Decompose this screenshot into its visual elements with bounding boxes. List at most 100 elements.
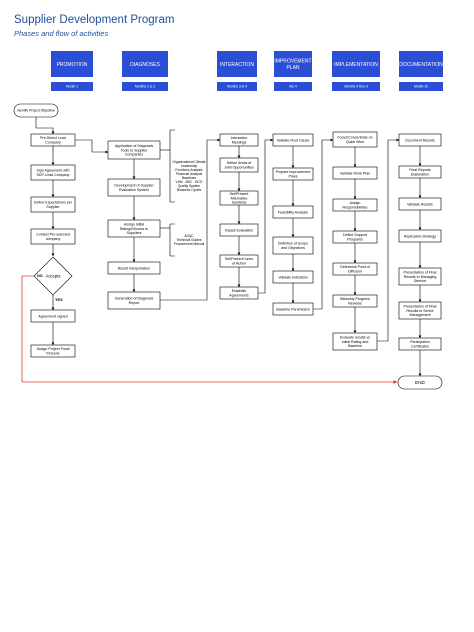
note-bracket [169, 129, 175, 203]
end-label: END [415, 380, 425, 385]
end-terminator: END [397, 375, 443, 390]
phase-label: PROMOTION [57, 62, 88, 68]
diagram-subtitle: Phases and flow of activities [14, 29, 109, 38]
col4-step-6-label: Baseline Parameters [276, 307, 310, 311]
diagram-title: Supplier Development Program [14, 14, 175, 26]
phase-header-box [217, 51, 257, 77]
col3-step-4-label: Impact Evaluation [225, 228, 254, 232]
col2-step-4: Result Interpretation [107, 261, 161, 275]
phase-header-5: IMPLEMENTATION Months 4 thru 9 [332, 51, 380, 91]
phase-label: DIAGNOSES [130, 62, 160, 68]
phase-header-box [122, 51, 168, 77]
start-terminator: Identify Project Objective [13, 103, 59, 118]
col1-step-5: Agreement signed [30, 309, 76, 323]
month-label: Months 4 thru 9 [344, 85, 368, 89]
col6-step-3-label: Validate Results [407, 202, 433, 206]
col3-step-4: Impact Evaluation [219, 223, 259, 237]
flow-c2-to-c3 [160, 138, 221, 301]
phase-label: IMPLEMENTATION [334, 62, 378, 68]
flow-c3-to-c4 [258, 138, 274, 294]
phase-header-2: DIAGNOSES Months 2 & 3 [122, 51, 168, 91]
flow-no-to-end [21, 275, 398, 384]
month-badge [332, 82, 380, 91]
col6-step-3: Validate Results [398, 197, 442, 211]
month-label: Month 10 [414, 85, 428, 89]
month-label: Months 3 & 4 [227, 85, 247, 89]
month-badge [51, 82, 93, 91]
col6-step-4: Replication Strategy [398, 229, 442, 243]
phase-header-box [274, 51, 312, 77]
col4-step-1: Validate Root Cause [272, 133, 314, 147]
month-badge [217, 82, 257, 91]
phase-header-box [332, 51, 380, 77]
col4-step-3: Feasibility Analysis [272, 205, 314, 219]
decision-label: Accepts [46, 273, 61, 278]
month-label: Mo 4 [289, 85, 297, 89]
start-label: Identify Project Objective [17, 109, 55, 113]
col1-step-6-shape [30, 344, 76, 358]
decision-yes-label: YES [55, 298, 63, 302]
phase-header-6: DOCUMENTATION Month 10 [399, 51, 443, 91]
month-badge [399, 82, 443, 91]
flow-c5-to-c6 [377, 138, 400, 342]
col1-step-5-label: Agreement signed [38, 314, 67, 318]
col4-step-5: Validate Indicators [272, 270, 314, 284]
phase-label: INTERACTION [220, 62, 254, 68]
month-badge [122, 82, 168, 91]
col4-step-6: Baseline Parameters [272, 302, 314, 316]
col6-step-1-label: Document Results [405, 138, 435, 142]
col4-step-3-label: Feasibility Analysis [278, 210, 308, 214]
end-shape [397, 375, 443, 390]
col6-step-1: Document Results [398, 133, 442, 147]
flow-c1-to-c2 [75, 139, 109, 154]
flow-start-c1 [35, 117, 55, 135]
decision-no-label: NO [37, 274, 43, 278]
phase-header-box [51, 51, 93, 77]
month-label: Months 2 & 3 [135, 85, 155, 89]
phase-label: DOCUMENTATION [399, 62, 443, 68]
col4-step-5-label: Validate Indicators [278, 275, 308, 279]
